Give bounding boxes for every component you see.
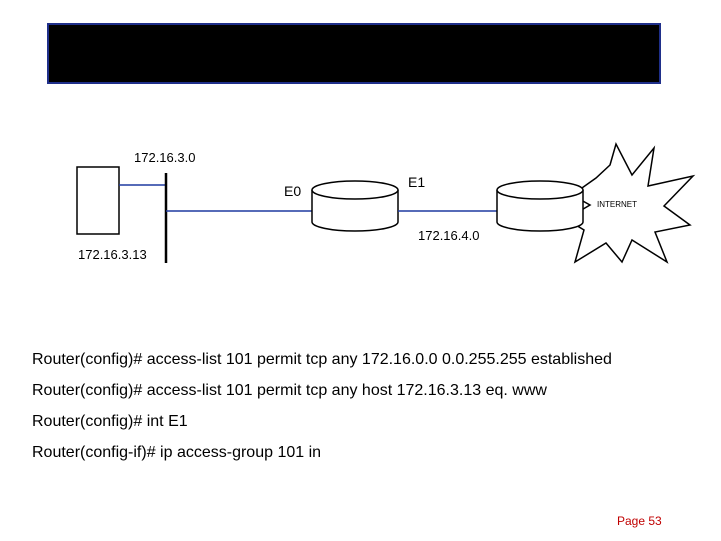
router: [311, 180, 399, 232]
slide-title-bar: [47, 23, 661, 84]
network-e1-label: 172.16.4.0: [418, 228, 480, 243]
border-router: [496, 180, 584, 232]
internet-label: INTERNET: [597, 200, 637, 209]
page-number: Page 53: [617, 514, 662, 528]
network-diagram: [76, 141, 696, 264]
internet-burst: [564, 141, 696, 264]
command-line: Router(config-if)# ip access-group 101 i…: [32, 444, 322, 461]
command-line: Router(config)# access-list 101 permit t…: [32, 351, 612, 368]
command-line: Router(config)# int E1: [32, 413, 188, 430]
interface-e1-label: E1: [408, 174, 426, 190]
command-list: Router(config)# access-list 101 permit t…: [32, 349, 712, 473]
host-ip-label: 172.16.3.13: [78, 247, 147, 262]
command-line: Router(config)# access-list 101 permit t…: [32, 382, 547, 399]
interface-e0-label: E0: [284, 183, 302, 199]
network-e0-label: 172.16.3.0: [134, 150, 196, 165]
host-computer: [76, 166, 120, 235]
